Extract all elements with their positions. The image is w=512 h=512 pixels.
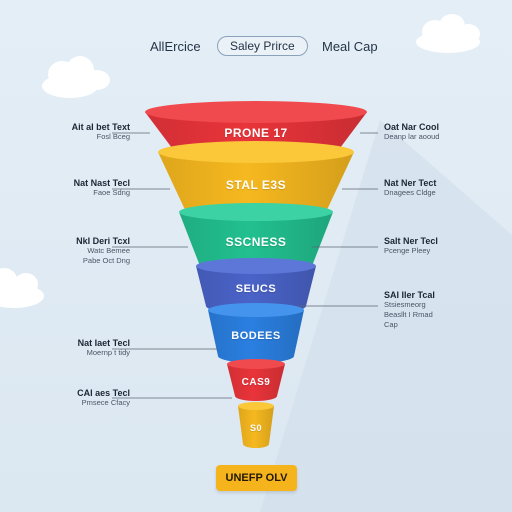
annotation-subtext: Fosl Bceg <box>96 132 130 141</box>
funnel-stage-rim <box>158 141 354 163</box>
annotation-title: Nat Nast Tecl <box>73 178 130 188</box>
funnel-stage-label: STAL E3S <box>225 178 287 192</box>
funnel-stage-label: SSCNESS <box>225 235 287 249</box>
annotation-subtext: Moernp t tidy <box>86 348 130 357</box>
funnel-stage-3 <box>179 203 333 275</box>
cloud-icon <box>416 14 480 53</box>
funnel-stage-5 <box>208 303 304 363</box>
funnel-stage-rim <box>227 359 285 369</box>
annotation-subtext: Stsiesmeorg <box>384 300 426 309</box>
funnel-stage-rim <box>145 101 367 123</box>
annotation-subtext: Dnagees Cldge <box>384 188 436 197</box>
funnel-stage-label: SEUCS <box>235 282 277 295</box>
annotation-title: Nat Iaet Tecl <box>77 338 130 348</box>
annotation-title: NkI Deri Tcxl <box>76 236 130 246</box>
annotation-title: Ait aI bet Text <box>71 122 130 132</box>
annotation-subtext: Watc Bemee <box>87 246 130 255</box>
annotation-title: SAI Iler Tcal <box>384 290 435 300</box>
cloud-icon <box>42 56 110 98</box>
annotation-subtext: Pcenge Pleey <box>384 246 431 255</box>
funnel-stage-6 <box>227 359 285 401</box>
header-right-label: Meal Cap <box>322 38 378 54</box>
funnel-stage-7 <box>238 402 274 448</box>
cloud-icon <box>0 268 44 308</box>
background-light-band <box>260 120 512 512</box>
header-pill[interactable]: Saley Prirce <box>217 36 308 56</box>
annotation-title: Nat Ner Tect <box>384 178 437 188</box>
cta-button[interactable]: UNEFP OLV <box>216 465 297 491</box>
funnel-stage-label: BODEES <box>231 329 281 342</box>
funnel-stage-label: PRONE 17 <box>224 126 288 140</box>
funnel-stage-4 <box>196 258 316 314</box>
annotation-subtext: Deanp lar aooud <box>384 132 440 141</box>
annotation-title: Oat Nar Cool <box>384 122 440 132</box>
funnel-stage-label: S0 <box>249 422 262 433</box>
funnel-stage-rim <box>238 402 274 410</box>
annotation-subtext: Pmsece Cfacy <box>81 398 130 407</box>
annotation-subtext: Beasllt I Rmad <box>384 310 433 319</box>
annotation-subtext: Pabe Oct Dng <box>82 256 130 265</box>
annotation-subtext: Cap <box>384 320 398 329</box>
funnel-stage-rim <box>208 303 304 317</box>
header-left-label: AllErcice <box>150 38 201 54</box>
annotation-title: CAI aes Tecl <box>77 388 130 398</box>
funnel-stage-rim <box>179 203 333 221</box>
annotation-subtext: Faoe Sdng <box>93 188 130 197</box>
annotation-title: Salt Ner Tecl <box>384 236 438 246</box>
funnel-stage-label: CAS9 <box>241 377 271 388</box>
funnel-stage-rim <box>196 258 316 274</box>
